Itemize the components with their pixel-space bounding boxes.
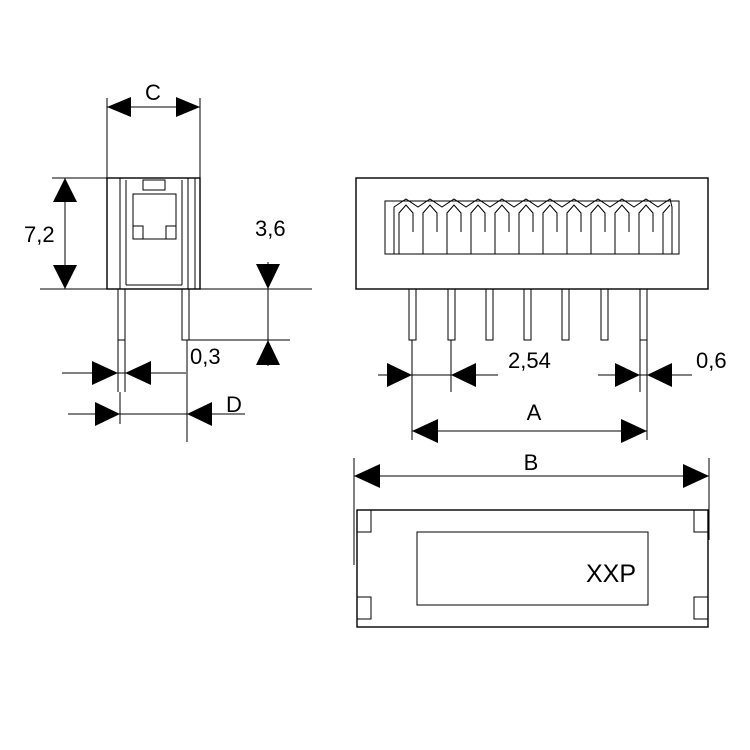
top-view: B XXP bbox=[353, 450, 710, 628]
pin bbox=[408, 288, 417, 341]
dim-d-label: D bbox=[226, 392, 242, 417]
side-view-pin-left bbox=[117, 288, 126, 341]
pin bbox=[561, 288, 570, 341]
top-view-body bbox=[356, 509, 709, 628]
front-view-slot bbox=[384, 200, 680, 255]
front-view-body bbox=[355, 177, 709, 290]
side-view: C 7,2 3,6 0,3 D bbox=[24, 80, 312, 442]
dim-pin-height-label: 3,6 bbox=[255, 216, 286, 241]
dim-pin-width-label: 0,6 bbox=[696, 348, 727, 373]
body-label: XXP bbox=[586, 560, 636, 588]
pin bbox=[639, 288, 648, 341]
pin bbox=[600, 288, 609, 341]
pin bbox=[523, 288, 532, 341]
pin bbox=[485, 288, 494, 341]
front-view-teeth bbox=[393, 198, 673, 254]
dim-a-label: A bbox=[527, 400, 542, 425]
dim-pin-thickness-label: 0,3 bbox=[190, 344, 221, 369]
front-view-pins bbox=[408, 288, 648, 341]
front-view: 2,54 0,6 A bbox=[355, 177, 727, 443]
side-view-body bbox=[106, 177, 201, 290]
pin bbox=[447, 288, 456, 341]
dim-pitch-label: 2,54 bbox=[508, 348, 551, 373]
dim-c-label: C bbox=[145, 80, 161, 105]
dim-height-label: 7,2 bbox=[24, 222, 55, 247]
dim-b-label: B bbox=[524, 450, 539, 475]
label-area bbox=[416, 531, 649, 606]
side-view-pin-right bbox=[181, 288, 190, 341]
